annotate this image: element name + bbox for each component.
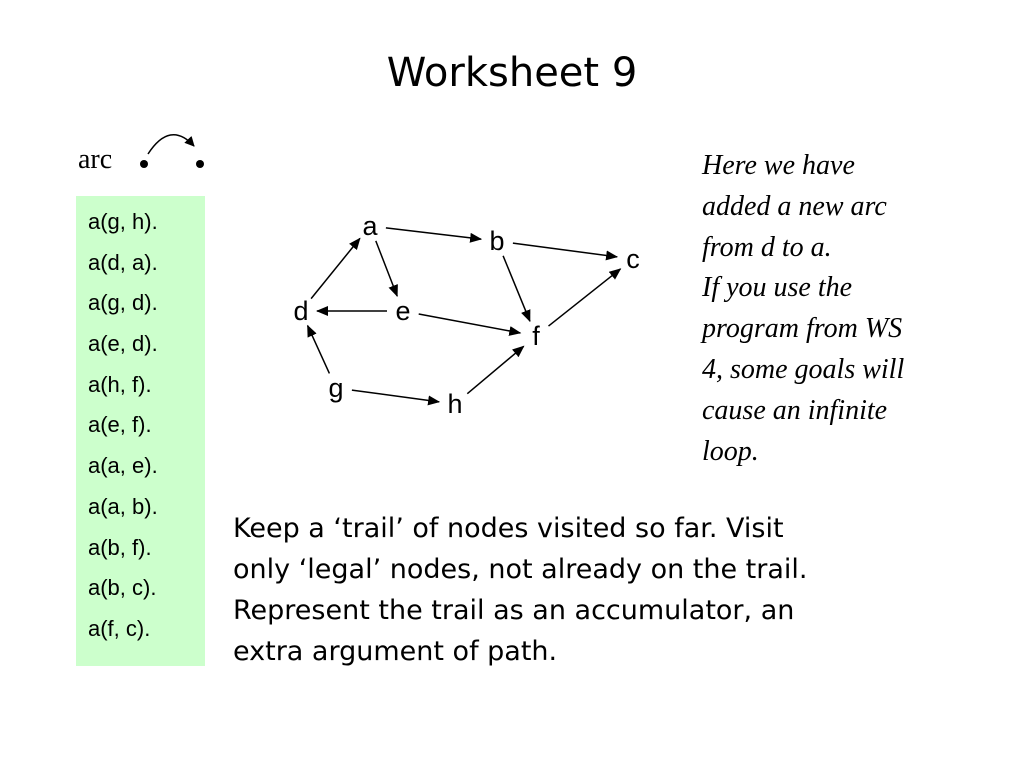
- note-line: Here we have: [702, 150, 855, 181]
- edge-g-d: [306, 324, 331, 374]
- edge-g-h: [351, 389, 441, 406]
- arc-legend-icon: [140, 133, 204, 168]
- arc-legend-label: arc: [78, 144, 113, 175]
- fact-item: a(a, e).: [88, 453, 158, 479]
- body-line: extra argument of path.: [233, 636, 558, 667]
- fact-item: a(d, a).: [88, 249, 158, 275]
- node-g: g: [328, 373, 343, 403]
- note-text: Here we have added a new arc from d to a…: [702, 146, 964, 472]
- fact-item: a(b, c).: [88, 575, 157, 601]
- edge-a-e: [375, 240, 398, 298]
- body-text: Keep a ‘trail’ of nodes visited so far. …: [233, 508, 993, 672]
- note-line: program from WS: [702, 313, 903, 345]
- facts-list: a(g, h). a(d, a). a(g, d). a(e, d). a(h,…: [76, 196, 205, 666]
- fact-item: a(g, h).: [88, 209, 158, 234]
- edge-a-b: [385, 227, 483, 243]
- node-c: c: [626, 244, 640, 274]
- fact-item: a(h, f).: [88, 371, 152, 397]
- note-line: loop.: [702, 435, 759, 467]
- edge-b-c: [512, 242, 619, 261]
- arc-legend-dot-end: [196, 160, 204, 168]
- fact-item: a(e, d).: [88, 331, 158, 357]
- fact-item: a(e, f).: [88, 412, 152, 438]
- note-line: 4, some goals will: [702, 353, 905, 385]
- body-line: Represent the trail as an accumulator, a…: [233, 595, 795, 626]
- edge-h-f: [466, 345, 525, 395]
- edge-d-a: [310, 237, 361, 300]
- edge-e-f: [418, 313, 522, 336]
- node-d: d: [293, 296, 308, 326]
- node-h: h: [447, 389, 462, 419]
- edges-layer: [306, 227, 622, 406]
- node-a: a: [362, 211, 378, 241]
- body-line: only ‘legal’ nodes, not already on the t…: [233, 554, 808, 585]
- node-b: b: [489, 226, 504, 256]
- note-line: from d to a.: [702, 231, 832, 263]
- nodes-layer: a b c d e f g h: [293, 211, 639, 419]
- node-e: e: [395, 296, 410, 326]
- arc-legend-curve: [147, 133, 195, 155]
- fact-item: a(f, c).: [88, 615, 151, 641]
- note-line: If you use the: [702, 272, 853, 304]
- edge-f-c: [548, 268, 622, 327]
- note-line: cause an infinite: [702, 394, 888, 426]
- edge-b-f: [502, 255, 531, 323]
- note-line: added a new arc: [702, 190, 887, 222]
- body-line: Keep a ‘trail’ of nodes visited so far. …: [233, 513, 784, 544]
- page-title: Worksheet 9: [386, 50, 638, 96]
- fact-item: a(b, f).: [88, 534, 152, 560]
- fact-item: a(g, d).: [88, 290, 158, 316]
- arc-legend-dot-start: [140, 160, 148, 168]
- node-f: f: [532, 321, 540, 351]
- fact-item: a(a, b).: [88, 493, 158, 519]
